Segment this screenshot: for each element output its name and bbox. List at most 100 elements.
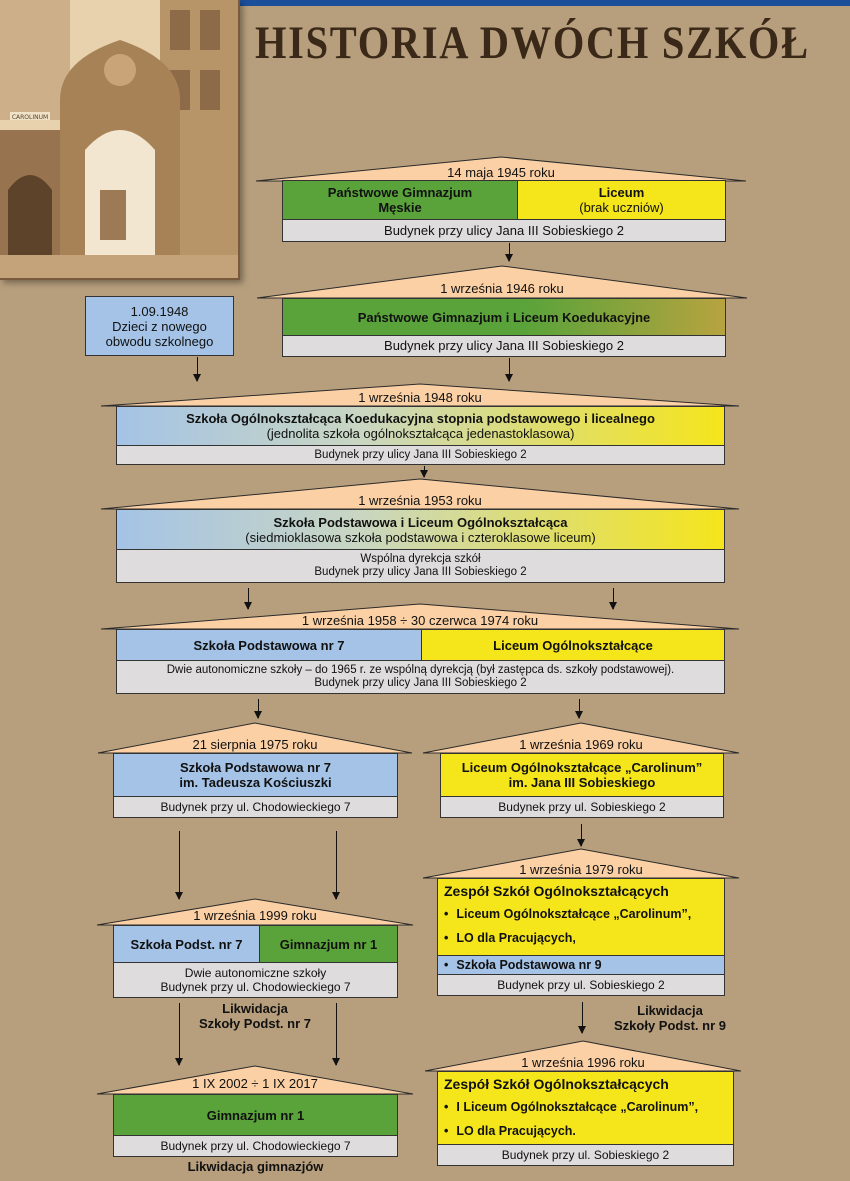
note-1999-line2: Budynek przy ul. Chodowieckiego 7 [160,980,350,994]
arrow-1945-1946 [509,243,510,261]
date-1958: 1 września 1958 ÷ 30 czerwca 1974 roku [100,614,740,628]
building-1979: Budynek przy ul. Sobieskiego 2 [437,974,725,996]
liceum-1945: Liceum (brak uczniów) [517,180,726,220]
date-1953: 1 września 1953 roku [100,494,740,508]
zespol-1979-sp9: Szkoła Podstawowa nr 9 [437,955,725,975]
date-1979: 1 września 1979 roku [422,863,740,877]
arrow-1999-2002-left [179,1003,180,1065]
roof-1958: 1 września 1958 ÷ 30 czerwca 1974 roku [100,603,740,630]
likwidacja-sp7-line2: Szkoły Podst. nr 7 [180,1016,330,1031]
gimnazjum-liceum-koedukacyjne: Państwowe Gimnazjum i Liceum Koedukacyjn… [282,298,726,336]
zespol-1979-item-lo-pracujacych: LO dla Pracujących, [438,931,724,945]
note-1953: Wspólna dyrekcja szkół Budynek przy ulic… [116,549,725,583]
sp7-1975-line1: Szkoła Podstawowa nr 7 [180,760,331,775]
roof-2002: 1 IX 2002 ÷ 1 IX 2017 [96,1065,414,1095]
arrow-1975-1999-left [179,831,180,899]
gate-photo: CAROLINUM [0,0,240,280]
szkola-podstawowa-nr7-koscziuszki: Szkoła Podstawowa nr 7 im. Tadeusza Kośc… [113,753,398,797]
liceum-carolinum-1969: Liceum Ogólnokształcące „Carolinum” im. … [440,753,724,797]
roof-1969: 1 września 1969 roku [422,722,740,754]
date-1975: 21 sierpnia 1975 roku [97,738,413,752]
school-1948-name: Szkoła Ogólnokształcąca Koedukacyjna sto… [186,411,655,426]
carolinum-sign: CAROLINUM [12,114,48,121]
zespol-1979-item-sp9: Szkoła Podstawowa nr 9 [438,958,724,972]
arrow-1948-1953 [424,466,425,477]
lo-1969-line2: im. Jana III Sobieskiego [509,775,656,790]
school-1948-sub: (jednolita szkoła ogólnokształcąca jeden… [267,426,575,441]
gimnazjum-meskie-1945: Państwowe Gimnazjum Męskie [282,180,518,220]
note-1999-line1: Dwie autonomiczne szkoły [185,966,326,980]
sp7-1975-line2: im. Tadeusza Kościuszki [179,775,331,790]
arrow-side-1948 [197,357,198,381]
liceum-1945-note: (brak uczniów) [579,200,664,215]
likwidacja-sp9-line2: Szkoły Podst. nr 9 [590,1018,750,1033]
building-2002: Budynek przy ul. Chodowieckiego 7 [113,1135,398,1157]
lo-1969-line1: Liceum Ogólnokształcące „Carolinum” [462,760,703,775]
building-1996: Budynek przy ul. Sobieskiego 2 [437,1144,734,1166]
date-1969: 1 września 1969 roku [422,738,740,752]
arrow-1969-1979 [581,824,582,846]
zespol-szkol-1979: Zespół Szkół Ogólnokształcących Liceum O… [437,878,725,956]
arrow-1979-1996 [582,1002,583,1033]
szkola-podstawowa-nr7-1958: Szkoła Podstawowa nr 7 [116,629,422,661]
liceum-1945-title: Liceum [599,185,645,200]
gimnazjum-nr1-2002: Gimnazjum nr 1 [113,1094,398,1136]
note-1953-line2: Budynek przy ulicy Jana III Sobieskiego … [314,566,526,579]
new-district-children-1948: 1.09.1948 Dzieci z nowego obwodu szkolne… [85,296,234,356]
zespol-1996-item-lo: I Liceum Ogólnokształcące „Carolinum”, [438,1100,733,1114]
note-1958-line1: Dwie autonomiczne szkoły – do 1965 r. ze… [167,664,675,677]
page-title: HISTORIA DWÓCH SZKÓŁ [255,16,762,70]
side1948-line2: Dzieci z nowego [112,319,207,334]
building-1948: Budynek przy ulicy Jana III Sobieskiego … [116,445,725,465]
note-1999: Dwie autonomiczne szkoły Budynek przy ul… [113,962,398,998]
roof-1946: 1 września 1946 roku [256,265,748,299]
school-1953-sub: (siedmioklasowa szkoła podstawowa i czte… [245,530,595,545]
arrow-1958-1975 [258,699,259,718]
zespol-1996-item-lo-pracujacych: LO dla Pracujących. [438,1124,733,1138]
date-1996: 1 września 1996 roku [424,1056,742,1070]
likwidacja-gimnazjow: Likwidacja gimnazjów [113,1159,398,1174]
roof-1999: 1 września 1999 roku [96,898,414,926]
szkola-podstawowa-i-liceum-1953: Szkoła Podstawowa i Liceum Ogólnokształc… [116,509,725,550]
likwidacja-sp9: Likwidacja Szkoły Podst. nr 9 [590,1003,750,1033]
zespol-1979-title: Zespół Szkół Ogólnokształcących [438,883,724,900]
szkola-ogolnoksztalcaca-1948: Szkoła Ogólnokształcąca Koedukacyjna sto… [116,406,725,446]
roof-1996: 1 września 1996 roku [424,1040,742,1072]
side1948-date: 1.09.1948 [131,304,189,319]
zespol-szkol-1996: Zespół Szkół Ogólnokształcących I Liceum… [437,1071,734,1145]
arrow-1958-1969 [579,699,580,718]
liceum-ogolnoksztalcace-1958: Liceum Ogólnokształcące [421,629,725,661]
roof-1979: 1 września 1979 roku [422,848,740,879]
building-1975: Budynek przy ul. Chodowieckiego 7 [113,796,398,818]
roof-1953: 1 września 1953 roku [100,478,740,510]
school-1953-name: Szkoła Podstawowa i Liceum Ogólnokształc… [273,515,567,530]
date-1999: 1 września 1999 roku [96,909,414,923]
gimnazjum-meskie-line1: Państwowe Gimnazjum [328,185,472,200]
gate-photo-illustration: CAROLINUM [0,0,238,278]
note-1958: Dwie autonomiczne szkoły – do 1965 r. ze… [116,660,725,694]
roof-1975: 21 sierpnia 1975 roku [97,722,413,754]
likwidacja-sp9-line1: Likwidacja [590,1003,750,1018]
arrow-1975-1999-right [336,831,337,899]
side1948-line3: obwodu szkolnego [106,334,214,349]
zespol-1979-item-lo: Liceum Ogólnokształcące „Carolinum”, [438,907,724,921]
gimnazjum-nr1-1999: Gimnazjum nr 1 [259,925,398,963]
building-1969: Budynek przy ul. Sobieskiego 2 [440,796,724,818]
likwidacja-sp7-line1: Likwidacja [180,1001,330,1016]
date-2002: 1 IX 2002 ÷ 1 IX 2017 [96,1077,414,1091]
date-1948: 1 września 1948 roku [100,391,740,405]
gimnazjum-meskie-line2: Męskie [378,200,421,215]
szkola-podst-nr7-1999: Szkoła Podst. nr 7 [113,925,260,963]
zespol-1996-title: Zespół Szkół Ogólnokształcących [438,1076,733,1093]
note-1958-line2: Budynek przy ulicy Jana III Sobieskiego … [314,677,526,690]
date-1945: 14 maja 1945 roku [255,166,747,180]
roof-1945: 14 maja 1945 roku [255,156,747,182]
building-1946: Budynek przy ulicy Jana III Sobieskiego … [282,335,726,357]
likwidacja-sp7: Likwidacja Szkoły Podst. nr 7 [180,1001,330,1031]
date-1946: 1 września 1946 roku [256,282,748,296]
arrow-1999-2002-right [336,1003,337,1065]
roof-1948: 1 września 1948 roku [100,383,740,407]
arrow-1946-1948 [509,358,510,381]
note-1953-line1: Wspólna dyrekcja szkół [360,553,480,566]
